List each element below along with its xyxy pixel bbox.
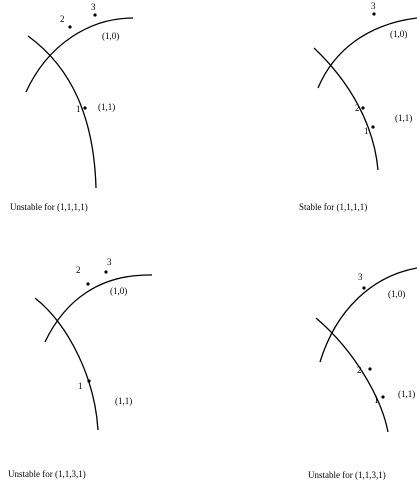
panel-caption: Stable for (1,1,1,1) bbox=[299, 202, 367, 212]
point-3-dot bbox=[93, 13, 97, 17]
point-3-dot bbox=[372, 12, 376, 16]
region-label-1-0: (1,0) bbox=[390, 29, 407, 39]
point-3-dot bbox=[362, 286, 366, 290]
point-2-label: 2 bbox=[357, 365, 362, 375]
outer-curve bbox=[319, 267, 417, 363]
point-3-label: 3 bbox=[107, 257, 112, 267]
panel-caption: Unstable for (1,1,3,1) bbox=[8, 469, 86, 479]
outer-curve bbox=[25, 17, 134, 93]
outer-curve bbox=[44, 274, 153, 343]
panel-1: 3 2 1 (1,0) (1,1) Unstable for (1,1,1,1) bbox=[10, 2, 134, 212]
point-3-label: 3 bbox=[371, 1, 376, 11]
inner-curve bbox=[27, 35, 97, 189]
point-1-label: 1 bbox=[374, 395, 379, 405]
inner-curve bbox=[315, 317, 389, 433]
region-label-1-1: (1,1) bbox=[115, 396, 132, 406]
point-3-label: 3 bbox=[91, 2, 96, 12]
panel-2: 3 2 1 (1,0) (1,1) Stable for (1,1,1,1) bbox=[299, 1, 417, 212]
point-2-label: 2 bbox=[60, 14, 65, 24]
region-label-1-0: (1,0) bbox=[102, 31, 119, 41]
point-2-label: 2 bbox=[355, 103, 360, 113]
point-2-dot bbox=[368, 367, 372, 371]
point-3-dot bbox=[104, 270, 108, 274]
region-label-1-0: (1,0) bbox=[110, 286, 127, 296]
point-2-dot bbox=[361, 106, 365, 110]
point-1-label: 1 bbox=[78, 381, 83, 391]
point-1-dot bbox=[87, 379, 91, 383]
panel-caption: Unstable for (1,1,1,1) bbox=[10, 202, 88, 212]
panel-caption: Unstable for (1,1,3,1) bbox=[308, 470, 386, 480]
outer-curve bbox=[317, 17, 417, 89]
region-label-1-0: (1,0) bbox=[388, 289, 405, 299]
point-2-dot bbox=[86, 282, 90, 286]
point-1-dot bbox=[371, 125, 375, 129]
inner-curve bbox=[34, 297, 99, 431]
panel-4: 3 2 1 (1,0) (1,1) Unstable for (1,1,3,1) bbox=[308, 267, 417, 480]
panel-3: 3 2 1 (1,0) (1,1) Unstable for (1,1,3,1) bbox=[8, 257, 153, 479]
point-1-dot bbox=[83, 106, 87, 110]
point-2-label: 2 bbox=[76, 265, 81, 275]
point-3-label: 3 bbox=[358, 272, 363, 282]
point-1-label: 1 bbox=[364, 126, 369, 136]
region-label-1-1: (1,1) bbox=[398, 389, 415, 399]
point-1-label: 1 bbox=[76, 104, 81, 114]
point-1-dot bbox=[381, 395, 385, 399]
point-2-dot bbox=[68, 25, 72, 29]
region-label-1-1: (1,1) bbox=[395, 113, 412, 123]
region-label-1-1: (1,1) bbox=[98, 102, 115, 112]
inner-curve bbox=[313, 47, 379, 171]
